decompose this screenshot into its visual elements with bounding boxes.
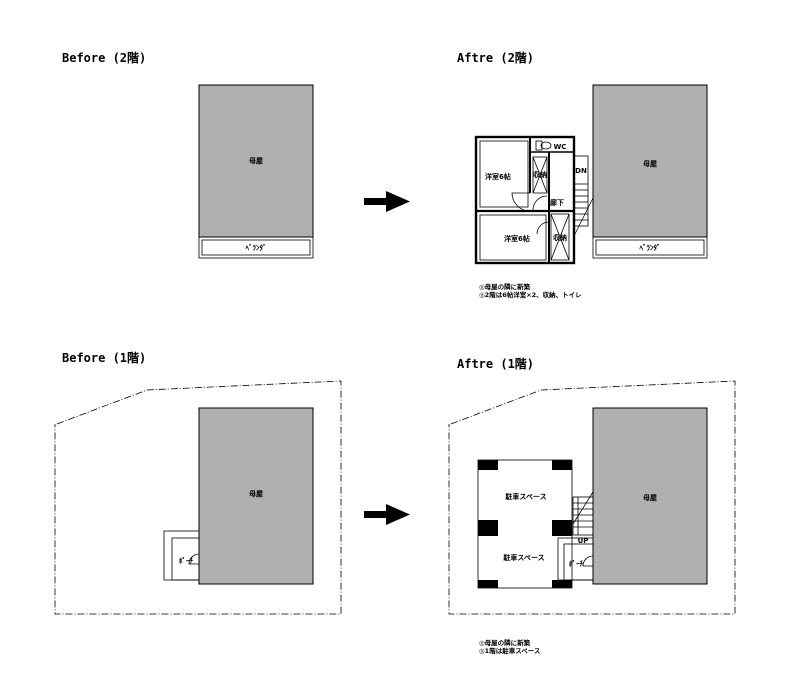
veranda-inner (201, 239, 311, 256)
storage-lower-box (550, 213, 570, 261)
lot-boundary (448, 380, 736, 615)
room-upper-label: 洋室6帖 (485, 172, 511, 181)
room-upper-inner (479, 140, 529, 208)
stairs-icon (572, 491, 594, 536)
door-swing-icon (188, 553, 200, 565)
lot-boundary (54, 380, 342, 615)
main-house-label: 母屋 (249, 489, 263, 498)
porch-inner (171, 537, 200, 581)
column (552, 520, 572, 536)
storage-upper-label: 収納 (533, 170, 547, 179)
room-lower-inner (479, 214, 547, 261)
column (478, 580, 498, 588)
corridor-label: 廊下 (550, 198, 564, 207)
porch-label: ﾎﾟｰﾁ (179, 556, 193, 565)
storage-upper-box (532, 156, 548, 194)
panel-title-after-1f: Aftre (1階) (457, 356, 534, 371)
main-house-label: 母屋 (249, 156, 263, 165)
note-line-2: ◎2階は6帖洋室×2、収納、トイレ (479, 290, 582, 299)
veranda-label: ﾍﾞﾗﾝﾀﾞ (639, 243, 661, 252)
note-line-2: ◎1階は駐車スペース (479, 646, 540, 655)
parking-lower-label: 駐車スペース (503, 553, 544, 562)
main-house-label: 母屋 (643, 159, 657, 168)
arrow-right-icon (364, 504, 410, 525)
veranda-inner (595, 239, 705, 256)
door-swing-icon (511, 192, 550, 235)
panel-before-2f: Before (2階) 母屋 ﾍﾞﾗﾝﾀﾞ (62, 50, 314, 259)
main-house-block (198, 407, 314, 585)
note-line-1: ◎母屋の隣に新築 (479, 282, 531, 291)
panel-after-2f: Aftre (2階) 母屋 ﾍﾞﾗﾝﾀﾞ WC 収納 収納 (457, 50, 708, 299)
column (478, 520, 498, 536)
veranda-label: ﾍﾞﾗﾝﾀﾞ (245, 243, 267, 252)
stairs-icon (573, 155, 594, 237)
panel-after-1f: Aftre (1階) 母屋 駐車スペース 駐車スペース UP ﾎﾟｰ (448, 356, 736, 655)
panel-before-1f: Before (1階) 母屋 ﾎﾟｰﾁ (54, 350, 342, 615)
panel-title-before-2f: Before (2階) (62, 50, 146, 65)
column (552, 580, 572, 588)
panel-title-after-2f: Aftre (2階) (457, 50, 534, 65)
arrow-right-icon (364, 191, 410, 212)
storage-lower-label: 収納 (553, 233, 567, 242)
wc-label: WC (554, 143, 567, 151)
porch-label: ﾎﾟｰﾁ (569, 559, 583, 568)
door-swing-icon (582, 555, 594, 567)
column (552, 460, 572, 470)
stairs-dn-label: DN (575, 167, 587, 175)
note-line-1: ◎母屋の隣に新築 (479, 638, 531, 647)
main-house-block (198, 84, 314, 238)
panel-title-before-1f: Before (1階) (62, 350, 146, 365)
toilet-icon (535, 140, 552, 151)
veranda-outer (592, 236, 708, 259)
column (478, 460, 498, 470)
main-house-block (592, 407, 708, 585)
main-house-label: 母屋 (643, 493, 657, 502)
parking-upper-label: 駐車スペース (505, 492, 546, 501)
veranda-outer (198, 236, 314, 259)
room-lower-label: 洋室6帖 (504, 234, 530, 243)
stairs-up-label: UP (578, 537, 589, 545)
porch-inner (563, 543, 594, 581)
